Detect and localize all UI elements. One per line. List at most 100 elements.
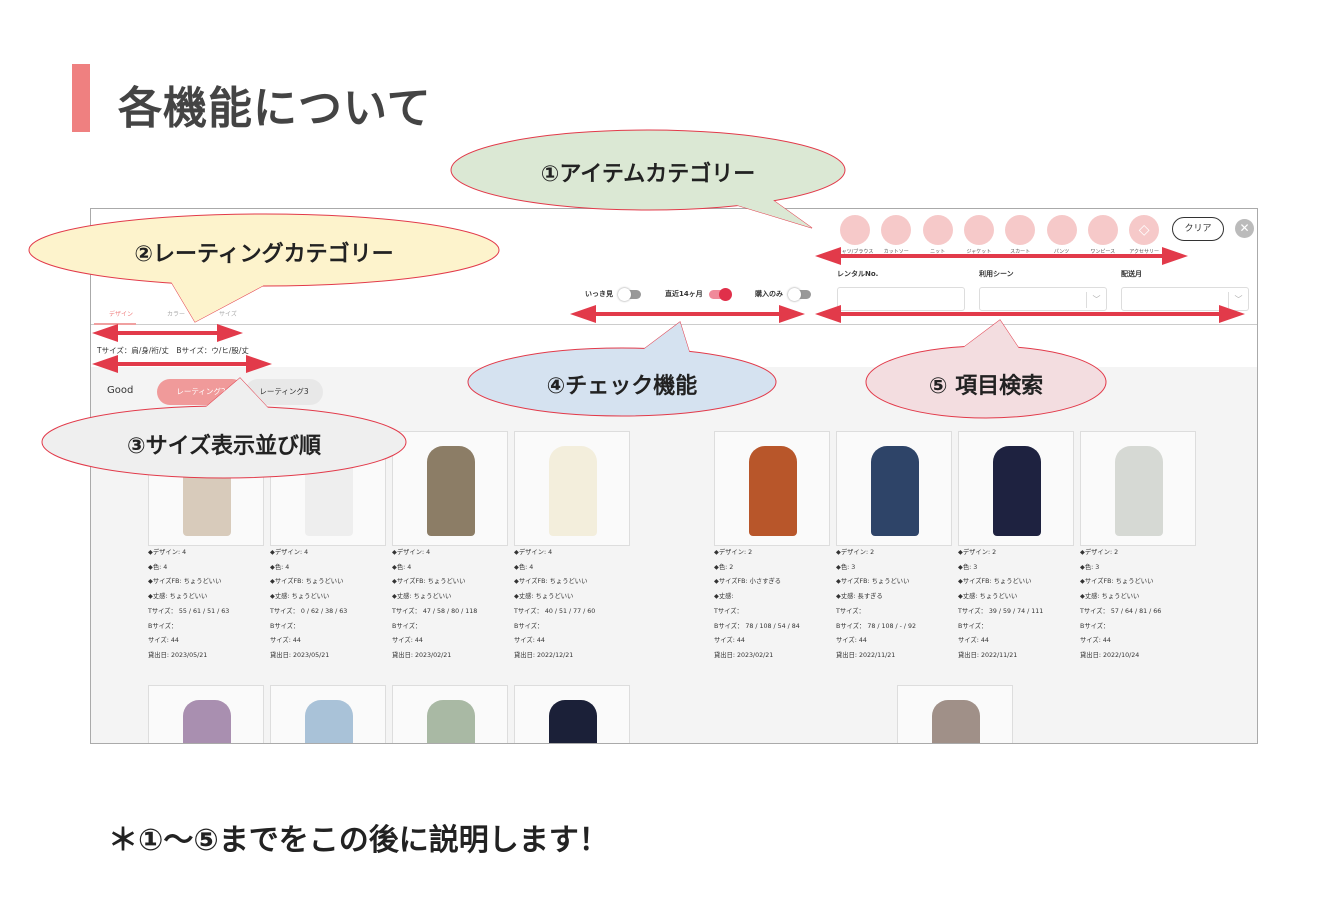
item-detail: ◆デザイン: 2 bbox=[1080, 549, 1119, 556]
toggle-label: 直近14ヶ月 bbox=[665, 290, 703, 298]
clear-button[interactable]: クリア bbox=[1172, 217, 1224, 241]
item-detail: Tサイズ： bbox=[714, 607, 743, 615]
item-detail: ◆丈感: ちょうどいい bbox=[958, 593, 1018, 601]
item-detail: ◆色: 3 bbox=[958, 563, 978, 571]
toggle-switch[interactable] bbox=[788, 287, 811, 301]
toggle-0[interactable]: いっき見 bbox=[585, 287, 641, 301]
item-image[interactable] bbox=[148, 685, 264, 743]
item-detail: Tサイズ： 57 / 64 / 81 / 66 bbox=[1080, 607, 1162, 615]
item-detail: ◆デザイン: 4 bbox=[392, 549, 431, 556]
category-tshirt[interactable]: カットソー bbox=[876, 215, 916, 255]
check-arrow bbox=[570, 305, 805, 323]
tab-color[interactable]: カラー bbox=[167, 311, 186, 318]
item-image[interactable] bbox=[514, 431, 630, 546]
item-card[interactable]: ◆デザイン: 2◆色: 2◆サイズFB: 小さすぎる◆丈感:Tサイズ：Bサイズ：… bbox=[714, 431, 830, 664]
category-label: アクセサリー bbox=[1129, 249, 1159, 255]
rental-no-input[interactable] bbox=[837, 287, 965, 311]
footnote: ＊①〜⑤までをこの後に説明します！ bbox=[108, 823, 609, 858]
item-detail: ◆丈感: ちょうどいい bbox=[514, 593, 574, 601]
category-shirt[interactable]: シャツ/ブラウス bbox=[835, 215, 875, 255]
callout-label-2: ②レーティングカテゴリー bbox=[134, 242, 394, 267]
title-accent-bar bbox=[72, 64, 90, 132]
item-image[interactable] bbox=[270, 685, 386, 743]
callout-bubble-2 bbox=[28, 213, 500, 323]
toggle-1[interactable]: 直近14ヶ月 bbox=[665, 287, 732, 301]
item-image[interactable] bbox=[714, 431, 830, 546]
rating-label: Good bbox=[107, 385, 134, 396]
item-image[interactable] bbox=[392, 685, 508, 743]
item-image[interactable] bbox=[836, 431, 952, 546]
item-detail: Bサイズ： bbox=[514, 622, 544, 630]
item-image[interactable] bbox=[1080, 431, 1196, 546]
toggle-switch[interactable] bbox=[618, 287, 641, 301]
item-detail: Tサイズ： 39 / 59 / 74 / 111 bbox=[958, 607, 1044, 615]
item-detail: 貸出日: 2022/10/24 bbox=[1080, 651, 1140, 659]
item-detail: ◆サイズFB: ちょうどいい bbox=[148, 578, 222, 586]
item-detail: サイズ: 44 bbox=[514, 637, 545, 645]
item-detail: 貸出日: 2022/12/21 bbox=[514, 651, 574, 659]
item-detail: ◆色: 4 bbox=[270, 563, 290, 571]
item-card[interactable] bbox=[148, 685, 264, 743]
item-detail: ◆デザイン: 4 bbox=[148, 549, 187, 556]
category-knit[interactable]: ニット bbox=[918, 215, 958, 255]
scene-select[interactable]: ﹀ bbox=[979, 287, 1107, 311]
item-detail: Bサイズ： bbox=[392, 622, 422, 630]
item-detail: ◆サイズFB: ちょうどいい bbox=[514, 578, 588, 586]
category-dress[interactable]: ワンピース bbox=[1083, 215, 1123, 255]
callout-bubble-5 bbox=[865, 319, 1107, 419]
callout-bubble-3 bbox=[41, 377, 407, 479]
item-card[interactable] bbox=[270, 685, 386, 743]
item-image[interactable] bbox=[897, 685, 1013, 743]
category-label: ジャケット bbox=[966, 249, 992, 255]
pants-icon bbox=[1046, 215, 1077, 245]
toggle-switch[interactable] bbox=[708, 287, 732, 301]
item-detail: ◆サイズFB: ちょうどいい bbox=[270, 578, 344, 586]
item-detail: ◆サイズFB: ちょうどいい bbox=[836, 578, 910, 586]
category-label: ニット bbox=[930, 249, 946, 255]
category-diamond[interactable]: ◇ アクセサリー bbox=[1124, 215, 1164, 255]
category-jacket[interactable]: ジャケット bbox=[959, 215, 999, 255]
item-detail: ◆丈感: ちょうどいい bbox=[1080, 593, 1140, 601]
item-detail: ◆丈感: 長すぎる bbox=[836, 593, 883, 601]
toggle-label: 購入のみ bbox=[755, 290, 783, 298]
callout-label-1: ①アイテムカテゴリー bbox=[540, 162, 756, 187]
category-pants[interactable]: パンツ bbox=[1042, 215, 1082, 255]
tab-design[interactable]: デザイン bbox=[109, 311, 134, 318]
item-detail: サイズ: 44 bbox=[714, 637, 745, 645]
item-detail: 貸出日: 2022/11/21 bbox=[958, 651, 1018, 659]
item-card[interactable] bbox=[392, 685, 508, 743]
diamond-icon: ◇ bbox=[1129, 215, 1160, 245]
item-detail: ◆色: 4 bbox=[392, 563, 412, 571]
item-image[interactable] bbox=[392, 431, 508, 546]
item-detail: サイズ: 44 bbox=[958, 637, 989, 645]
toggle-2[interactable]: 購入のみ bbox=[755, 287, 811, 301]
item-image[interactable] bbox=[514, 685, 630, 743]
item-image[interactable] bbox=[958, 431, 1074, 546]
item-detail: Tサイズ： 0 / 62 / 38 / 63 bbox=[270, 607, 348, 615]
category-label: ワンピース bbox=[1090, 249, 1116, 255]
item-detail: ◆色: 3 bbox=[836, 563, 856, 571]
item-card[interactable] bbox=[514, 685, 630, 743]
month-select[interactable]: ﹀ bbox=[1121, 287, 1249, 311]
item-detail: Bサイズ： 78 / 108 / 54 / 84 bbox=[714, 622, 800, 630]
category-skirt[interactable]: スカート bbox=[1000, 215, 1040, 255]
item-detail: ◆デザイン: 2 bbox=[836, 549, 875, 556]
item-detail: サイズ: 44 bbox=[1080, 637, 1111, 645]
close-icon[interactable]: ✕ bbox=[1235, 219, 1254, 238]
item-detail: Tサイズ： 55 / 61 / 51 / 63 bbox=[148, 607, 230, 615]
item-detail: ◆デザイン: 4 bbox=[514, 549, 553, 556]
slide-title: 各機能について bbox=[118, 83, 432, 134]
tab-size[interactable]: サイズ bbox=[219, 311, 237, 318]
item-detail: Tサイズ： bbox=[836, 607, 865, 615]
item-card[interactable] bbox=[897, 685, 1013, 743]
item-card[interactable]: ◆デザイン: 2 ◆色: 3 ◆サイズFB: ちょうどいい ◆丈感: 長すぎる Tサイズ… bbox=[836, 431, 952, 664]
item-detail: Bサイズ： bbox=[1080, 622, 1110, 630]
category-label: パンツ bbox=[1053, 249, 1070, 255]
tab-divider bbox=[91, 324, 1257, 325]
item-detail: ◆デザイン: 2 bbox=[714, 549, 753, 556]
